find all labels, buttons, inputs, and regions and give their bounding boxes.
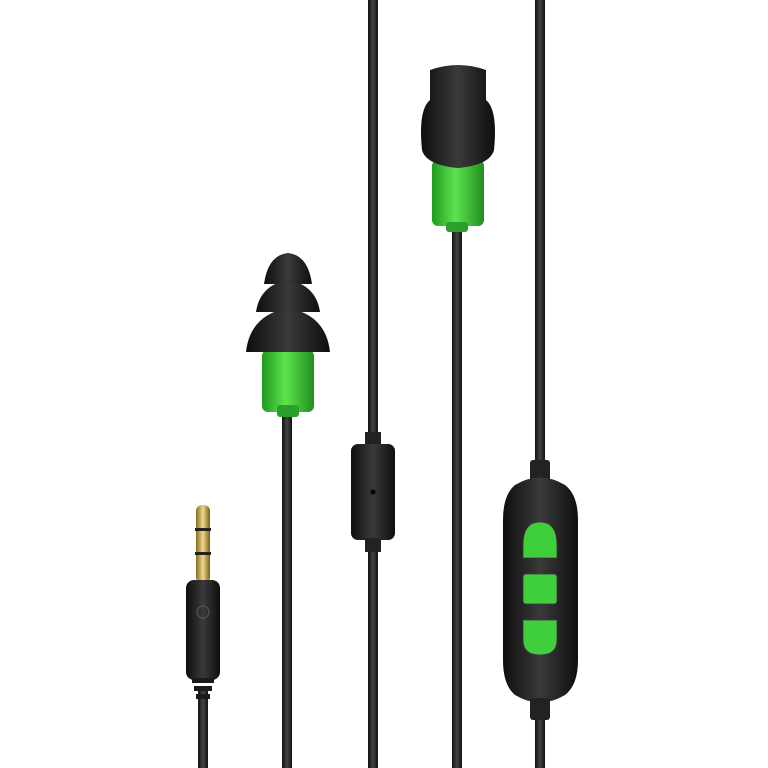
volume-up-button[interactable] [522,521,558,559]
cable-jack [198,690,208,768]
jack-logo-icon [196,605,210,619]
left-eartip [246,253,330,352]
right-eartip [421,65,495,168]
audio-jack [186,505,220,699]
remote-control [503,460,578,720]
left-earbud [246,253,330,417]
inline-mic [351,432,395,552]
cable-mic [368,0,378,768]
volume-down-button[interactable] [522,619,558,656]
cable-remote [535,0,545,768]
cable-left-earbud [282,410,292,768]
right-earbud [421,65,495,232]
cable-right-earbud [452,225,462,768]
play-pause-button[interactable] [522,573,558,605]
